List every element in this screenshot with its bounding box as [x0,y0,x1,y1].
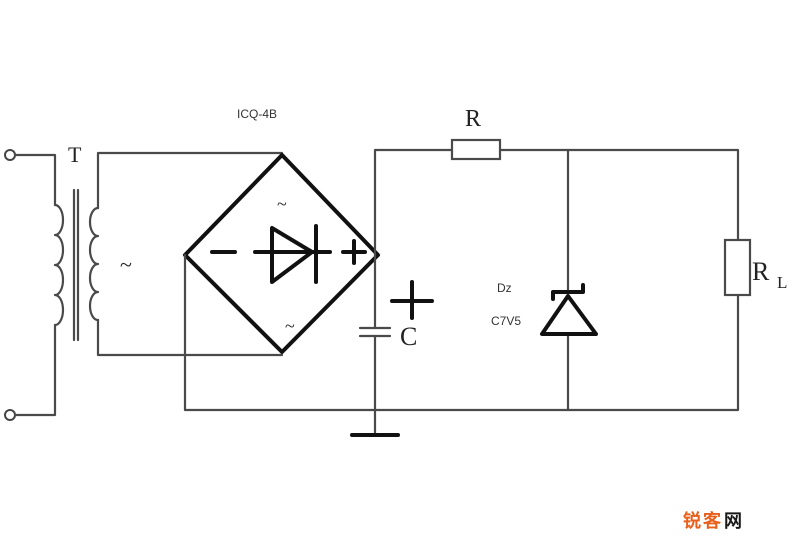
input-terminal-bottom [4,409,16,421]
input-terminal-top [4,149,16,161]
zener-part-label: C7V5 [491,314,521,328]
secondary-wire-bottom [96,318,284,357]
secondary-wire-top [96,151,284,210]
bridge-negative-wire [183,253,377,412]
transformer-secondary-coil [88,206,100,322]
input-wire-bottom [13,323,57,417]
transformer-primary-coil [53,203,65,327]
zener-name-label: Dz [497,281,512,295]
load-resistor [723,238,752,297]
watermark-char-1: 锐 [683,510,701,532]
load-resistor-subscript: L [777,273,787,292]
ac-symbol: ~ [120,252,132,277]
input-wire-top [13,153,57,207]
zener-triangle [540,294,598,336]
ground-rail [373,293,740,412]
bridge-part-label: ICQ-4B [237,107,277,121]
resistor-r [450,138,502,161]
watermark-char-2: 客 [703,510,722,532]
bridge-diode-triangle [270,226,314,284]
capacitor-label: C [400,322,417,351]
zener-bar [551,283,585,301]
bridge-rectifier-body [183,153,380,354]
positive-rail-left [373,148,454,257]
watermark: 锐 客 网 [683,510,742,532]
transformer-label: T [68,142,82,167]
bridge-ac-top-label: ~ [277,194,287,214]
positive-rail-right [498,148,740,242]
bridge-ac-bottom-label: ~ [285,316,295,336]
load-resistor-label: R [752,257,770,286]
resistor-label: R [465,106,481,132]
watermark-char-3: 网 [724,511,742,532]
